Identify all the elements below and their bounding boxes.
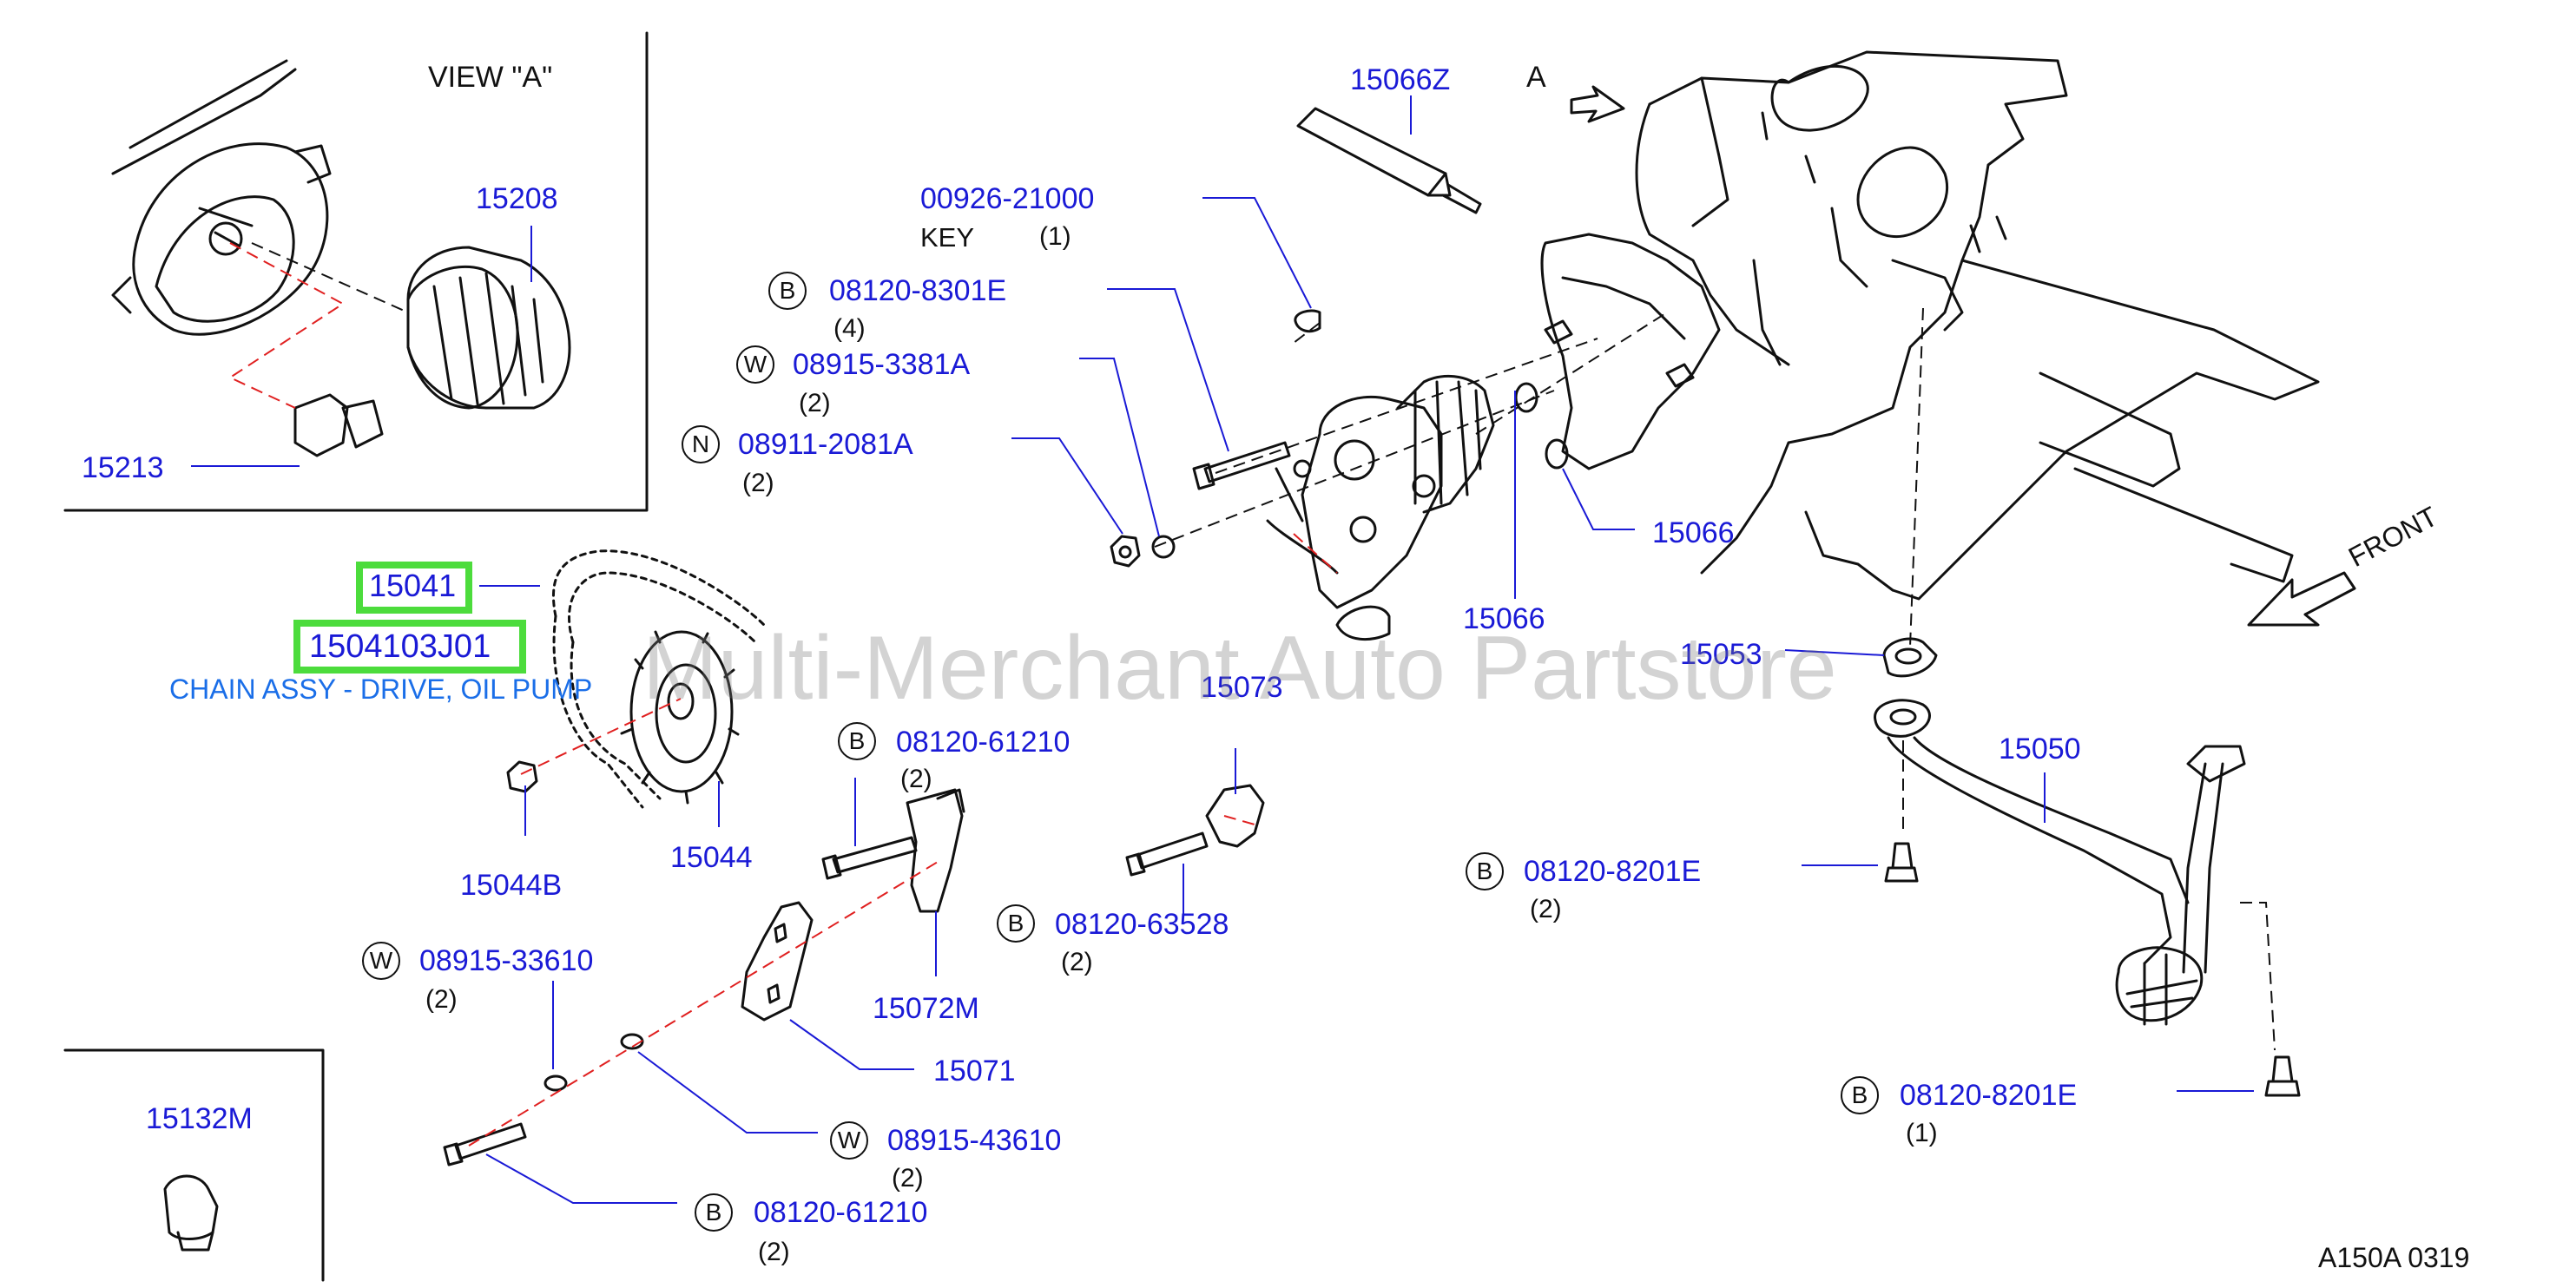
part-qty-08120-61210-lower: (2)	[758, 1238, 790, 1266]
sprocket-15044	[620, 630, 740, 805]
view-a-title: VIEW "A"	[428, 61, 553, 94]
part-number-08915-43610[interactable]: 08915-43610	[887, 1124, 1062, 1157]
lower-fasteners	[443, 1033, 644, 1166]
view-a-engine-sketch	[111, 59, 332, 336]
part-number-15071[interactable]: 15071	[933, 1055, 1016, 1088]
part-number-08120-8201e-rear[interactable]: 08120-8201E	[1900, 1079, 2078, 1112]
part-qty-08911-2081a: (2)	[742, 469, 774, 497]
part-number-15066-seal[interactable]: 15066	[1463, 602, 1545, 635]
oil-filter-15208	[406, 246, 571, 410]
part-number-15072m[interactable]: 15072M	[873, 992, 979, 1025]
pump-fasteners	[1110, 309, 1695, 568]
part-qty-08120-61210-upper: (2)	[900, 765, 932, 793]
part-number-08120-61210-lower[interactable]: 08120-61210	[754, 1196, 928, 1229]
part-number-08120-61210-upper[interactable]: 08120-61210	[896, 726, 1071, 759]
bolt-symbol: B	[768, 272, 807, 310]
part-number-08915-33610[interactable]: 08915-33610	[419, 944, 594, 977]
leader-00926	[1202, 197, 1312, 309]
highlighted-part-description: CHAIN ASSY - DRIVE, OIL PUMP	[169, 674, 593, 705]
chain-guide-15071	[741, 901, 814, 1022]
leader-61210-b	[485, 1153, 677, 1204]
part-number-08120-8301e[interactable]: 08120-8301E	[829, 274, 1007, 307]
leader-8301e	[1107, 288, 1229, 452]
part-number-08911-2081a[interactable]: 08911-2081A	[738, 428, 913, 461]
highlight-box-15041[interactable]	[356, 562, 472, 614]
bolt-symbol: B	[997, 904, 1035, 943]
part-number-15050[interactable]: 15050	[1999, 733, 2081, 766]
part-qty-08915-3381a: (2)	[799, 389, 831, 417]
bolt-symbol: B	[838, 722, 876, 760]
part-number-08915-3381a[interactable]: 08915-3381A	[793, 348, 971, 381]
bolt-symbol: B	[695, 1193, 733, 1232]
view-a-letter: A	[1526, 61, 1546, 94]
washer-symbol: W	[736, 345, 774, 384]
part-number-15208[interactable]: 15208	[476, 182, 558, 215]
part-number-15044[interactable]: 15044	[670, 841, 753, 874]
guide-15073	[1125, 784, 1265, 877]
part-number-15066-oring[interactable]: 15066	[1652, 516, 1735, 549]
highlight-box-1504103j01[interactable]	[293, 620, 526, 674]
strainer-15050	[1874, 637, 2246, 1026]
leader-15071	[789, 1019, 914, 1070]
part-number-15132m[interactable]: 15132M	[146, 1102, 253, 1135]
nut-symbol: N	[682, 425, 720, 463]
sealant-tube-15066z	[1296, 107, 1482, 214]
chain-tensioner-15072m	[821, 788, 965, 913]
leader-3381a	[1079, 358, 1160, 537]
part-qty-08915-33610: (2)	[425, 985, 458, 1014]
part-number-08120-63528[interactable]: 08120-63528	[1055, 908, 1229, 941]
part-number-15073[interactable]: 15073	[1201, 671, 1283, 704]
part-qty-08120-63528: (2)	[1061, 948, 1093, 976]
part-number-00926-21000[interactable]: 00926-21000	[920, 182, 1095, 215]
bolt-symbol: B	[1841, 1076, 1879, 1114]
front-arrow	[2247, 571, 2356, 627]
part-qty-08120-8301e: (4)	[833, 314, 866, 343]
strainer-bolts	[1884, 842, 2301, 1097]
bottom-inset-frame	[63, 1048, 325, 1282]
view-a-arrow	[1570, 85, 1625, 123]
part-qty-08915-43610: (2)	[892, 1164, 924, 1193]
highlighted-full-part-number[interactable]: 1504103J01	[309, 628, 491, 665]
part-qty-00926: (1)	[1039, 222, 1071, 251]
part-number-08120-8201e-front[interactable]: 08120-8201E	[1524, 855, 1702, 888]
plug-15213	[293, 393, 384, 457]
part-number-15213[interactable]: 15213	[82, 451, 164, 484]
leader-15066-a	[1562, 468, 1635, 530]
part-qty-08120-8201e-rear: (1)	[1906, 1119, 1938, 1147]
engine-block	[1635, 50, 2320, 601]
part-number-15044b[interactable]: 15044B	[460, 869, 563, 902]
nut-15044b	[506, 760, 538, 793]
bolt-symbol: B	[1466, 852, 1504, 890]
timing-chain-15041	[551, 549, 766, 809]
leader-43610	[637, 1051, 818, 1134]
part-description-key: KEY	[920, 222, 975, 253]
oil-pump	[1266, 233, 1721, 641]
washer-symbol: W	[362, 942, 400, 980]
part-qty-08120-8201e-front: (2)	[1530, 895, 1562, 923]
washer-symbol: W	[830, 1121, 868, 1160]
part-number-15066z[interactable]: 15066Z	[1350, 63, 1451, 96]
leader-15053	[1784, 649, 1885, 656]
view-a-frame	[63, 31, 649, 512]
highlighted-part-number[interactable]: 15041	[369, 568, 457, 603]
part-number-15053[interactable]: 15053	[1680, 638, 1762, 671]
sensor-15132m	[163, 1174, 219, 1252]
watermark: Multi-Merchant Auto Partstore	[642, 618, 1837, 719]
diagram-code: A150A 0319	[2318, 1242, 2470, 1273]
leader-2081a	[1011, 437, 1123, 535]
